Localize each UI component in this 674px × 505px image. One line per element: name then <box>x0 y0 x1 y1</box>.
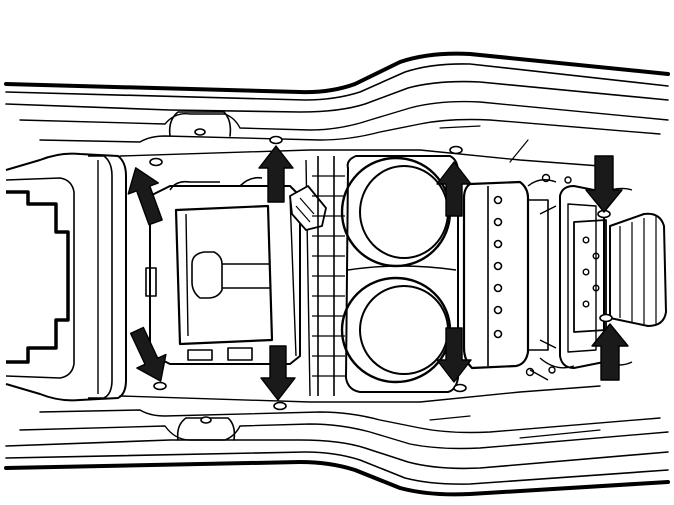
front-side-cables <box>539 187 633 366</box>
frame-top-rail-3 <box>39 118 661 143</box>
rear-outer-shell <box>5 152 127 402</box>
fasteners <box>149 128 613 424</box>
frame-bottom-rail-3 <box>39 409 661 434</box>
fastener-icon <box>149 157 163 167</box>
rear-cutout <box>6 190 70 364</box>
frame-bottom-inner-rail <box>119 385 601 403</box>
floor-ribs <box>312 175 345 377</box>
arrow-icon <box>585 155 623 213</box>
rail-detail-c <box>439 125 481 129</box>
air-filter-upper-outer <box>340 156 452 268</box>
battery-cable-top <box>169 176 263 191</box>
battery-top-strap <box>222 263 270 289</box>
frame-top-rail-2 <box>19 100 669 131</box>
battery-body <box>174 204 274 346</box>
fastener-icon <box>273 401 287 411</box>
rear-end-assembly <box>5 152 157 402</box>
fastener-icon <box>269 135 283 145</box>
rail-detail-a <box>429 415 471 421</box>
small-fittings <box>525 173 572 377</box>
electrical-box-mount <box>528 199 549 351</box>
rear-mid-shell <box>5 177 75 379</box>
airbox-housing <box>345 155 459 393</box>
fastener-icon <box>449 145 463 155</box>
frame-bottom-edge <box>4 460 670 497</box>
fastener-icon <box>200 416 212 424</box>
frame-top-edge <box>4 51 670 95</box>
wire-connector <box>289 185 327 231</box>
rail-detail-d <box>509 139 529 163</box>
frame-top-edge-inner <box>5 63 669 101</box>
frame-top-bracket <box>168 111 232 137</box>
ribbed-floor <box>312 156 345 396</box>
arrow-icon <box>129 326 167 382</box>
arrow-icon <box>127 167 163 226</box>
front-bracket-holes <box>582 236 600 308</box>
battery-tray-outline <box>149 185 301 365</box>
fastener-icon <box>194 128 206 136</box>
electrical-box-assembly <box>462 173 575 381</box>
electrical-box-body <box>462 180 530 370</box>
frame-bottom-rail-1 <box>5 439 669 470</box>
electrical-box-studs <box>493 195 503 339</box>
air-filter-upper-inner <box>359 165 449 259</box>
frame-bottom-rail-2 <box>19 423 669 450</box>
battery-inner-left <box>185 213 189 337</box>
rail-detail-b <box>519 429 601 439</box>
front-headstock-ribs <box>619 216 657 324</box>
frame-top-rail-1 <box>5 80 669 113</box>
fastener-icon <box>453 383 467 393</box>
frame-outline <box>4 51 670 497</box>
front-frame-loop-inner <box>567 203 597 353</box>
air-filter-assembly <box>340 155 459 393</box>
frame-bottom-edge-inner <box>5 451 669 485</box>
arrow-icon <box>436 327 472 383</box>
arrow-icon <box>436 161 472 217</box>
floor-rails <box>317 156 335 396</box>
air-filter-lower-outer <box>340 276 452 384</box>
front-headstock <box>609 212 667 327</box>
arrow-icon <box>258 145 294 203</box>
connector-pins <box>295 197 315 223</box>
battery-top-terminal <box>191 251 223 299</box>
arrow-icon <box>260 345 296 401</box>
frame-top-inner-rail <box>119 149 601 167</box>
fastener-icon <box>153 381 167 391</box>
fastener-icon <box>599 313 613 323</box>
battery-lower-detail <box>187 347 253 361</box>
arrow-icon <box>591 323 629 381</box>
callout-arrows <box>127 145 629 401</box>
air-filter-lower-inner <box>359 285 449 375</box>
rear-side-panel-top <box>88 155 113 399</box>
